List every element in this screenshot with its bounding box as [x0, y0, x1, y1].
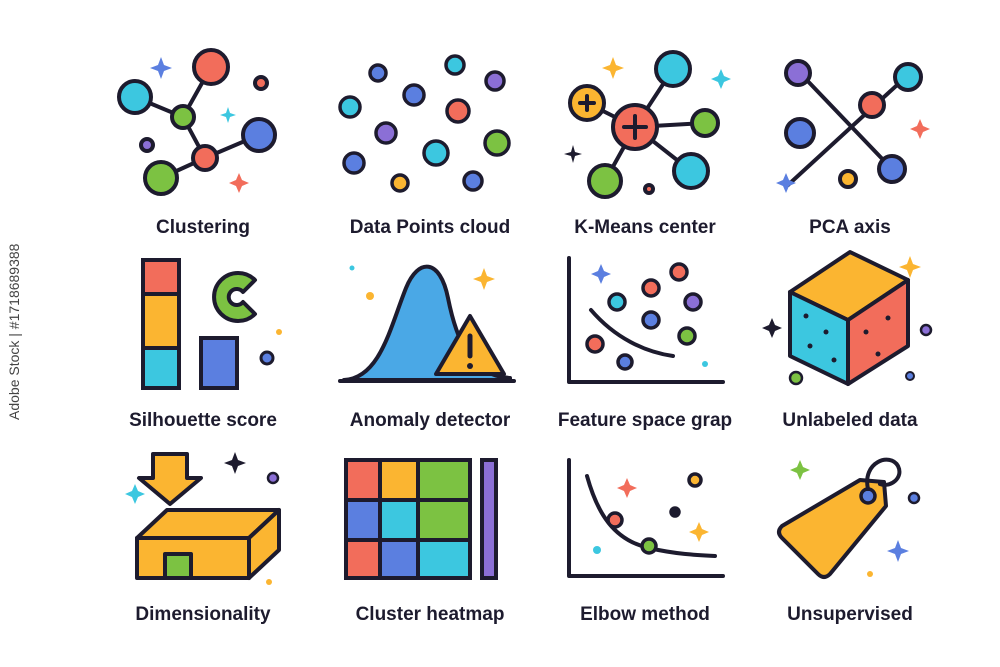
icon-label: Silhouette score [129, 410, 277, 431]
icon-label: Cluster heatmap [355, 604, 505, 625]
pca-axis-icon [776, 59, 930, 193]
feature-space-graph-icon [567, 256, 725, 384]
unlabeled-data-icon [762, 250, 933, 386]
unsupervised-tag-icon [777, 457, 921, 579]
icon-label: Elbow method [580, 604, 710, 625]
elbow-method-icon [567, 458, 725, 578]
data-points-cloud-tile: Data Points cloud [310, 35, 550, 238]
icon-label: Unsupervised [787, 604, 913, 625]
k-means-center-tile: K-Means center [525, 35, 765, 238]
icon-label: Dimensionality [135, 604, 271, 625]
unsupervised-tile: Unsupervised [730, 422, 970, 625]
elbow-method-tile: Elbow method [525, 422, 765, 625]
icon-label: Unlabeled data [782, 410, 918, 431]
icon-label: K-Means center [574, 217, 716, 238]
feature-space-graph-tile: Feature space grap [525, 228, 765, 431]
clustering-tile: Clustering [83, 35, 323, 238]
silhouette-score-tile: Silhouette score [83, 228, 323, 431]
k-means-center-icon [564, 50, 731, 199]
dimensionality-tile: Dimensionality [83, 422, 323, 625]
clustering-icon [117, 48, 277, 196]
icon-label: Feature space grap [557, 410, 733, 431]
unlabeled-data-tile: Unlabeled data [730, 228, 970, 431]
anomaly-detector-tile: Anomaly detector [310, 228, 550, 431]
pca-axis-tile: PCA axis [730, 35, 970, 238]
icon-label: Data Points cloud [349, 217, 511, 238]
stock-id-text: Adobe Stock | #1718689388 [6, 243, 22, 420]
icon-label: Clustering [156, 217, 250, 238]
dimensionality-icon [125, 452, 281, 585]
anomaly-detector-icon [338, 264, 516, 383]
cluster-heatmap-tile: Cluster heatmap [310, 422, 550, 625]
cluster-heatmap-icon [344, 458, 498, 580]
data-points-cloud-icon [338, 54, 511, 193]
silhouette-score-icon [141, 258, 282, 390]
icon-label: Anomaly detector [349, 410, 511, 431]
icon-label: PCA axis [809, 217, 891, 238]
